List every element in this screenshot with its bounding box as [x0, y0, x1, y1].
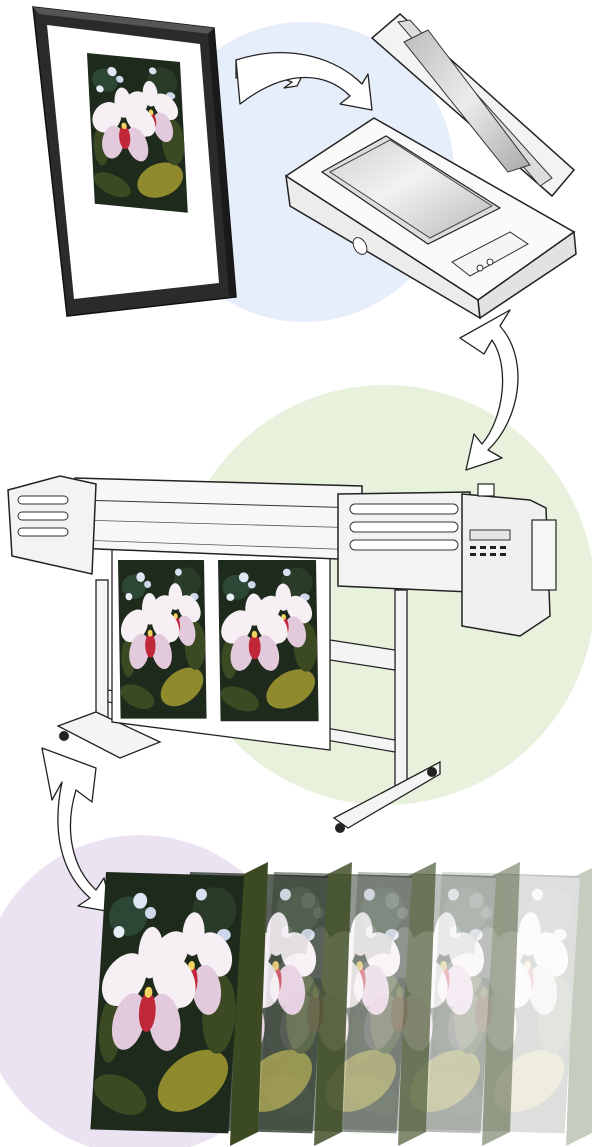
printer-left-end-cap	[8, 476, 96, 574]
printer-display	[470, 530, 510, 540]
printed-artwork-left	[116, 560, 208, 719]
canvas-prints	[87, 862, 592, 1146]
printer-top-knob	[478, 484, 494, 496]
printed-artwork-right	[215, 560, 319, 721]
canvas-artwork	[87, 872, 246, 1134]
canvas-print-1	[87, 862, 268, 1146]
framed-painting	[33, 7, 236, 316]
framed-artwork	[84, 53, 188, 213]
